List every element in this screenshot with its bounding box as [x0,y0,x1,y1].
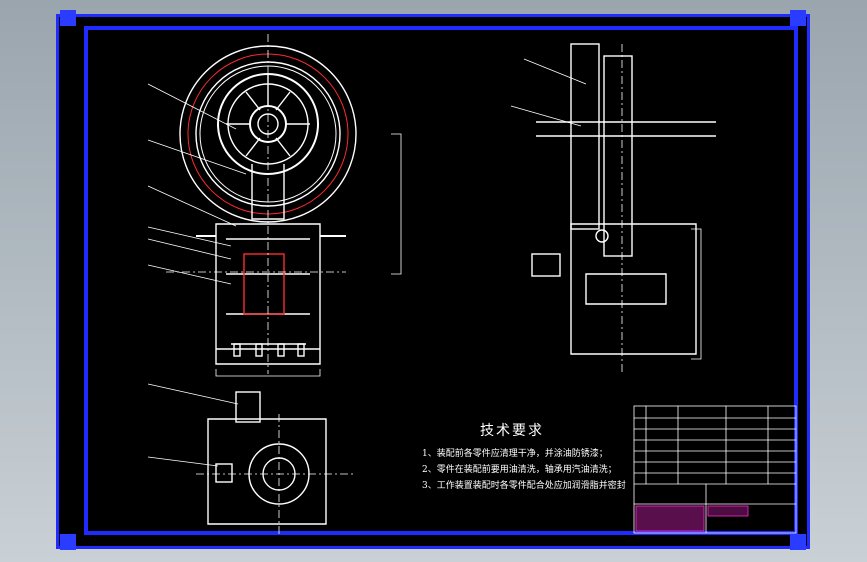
corner-handle-bottom-right[interactable] [790,534,806,550]
title-block [633,405,797,534]
corner-handle-top-left[interactable] [60,10,76,26]
side-view [510,43,716,374]
top-view [147,383,356,534]
requirement-item-2: 2、零件在装配前要用油清洗，轴承用汽油清洗； [422,465,617,475]
technical-requirements-title: 技术要求 [480,423,544,439]
drawing-sheet: 技术要求 1、装配前各零件应清理干净，并涂油防锈漆； 2、零件在装配前要用油清洗… [56,14,810,549]
inner-border [84,26,798,535]
corner-handle-top-right[interactable] [790,10,806,26]
corner-handle-bottom-left[interactable] [60,534,76,550]
cad-drawing [84,26,798,535]
requirement-item-3: 3、工作装置装配时各零件配合处应加润滑脂并密封 [422,481,626,491]
requirement-item-1: 1、装配前各零件应清理干净，并涂油防锈漆； [422,449,608,459]
front-view [147,34,402,377]
